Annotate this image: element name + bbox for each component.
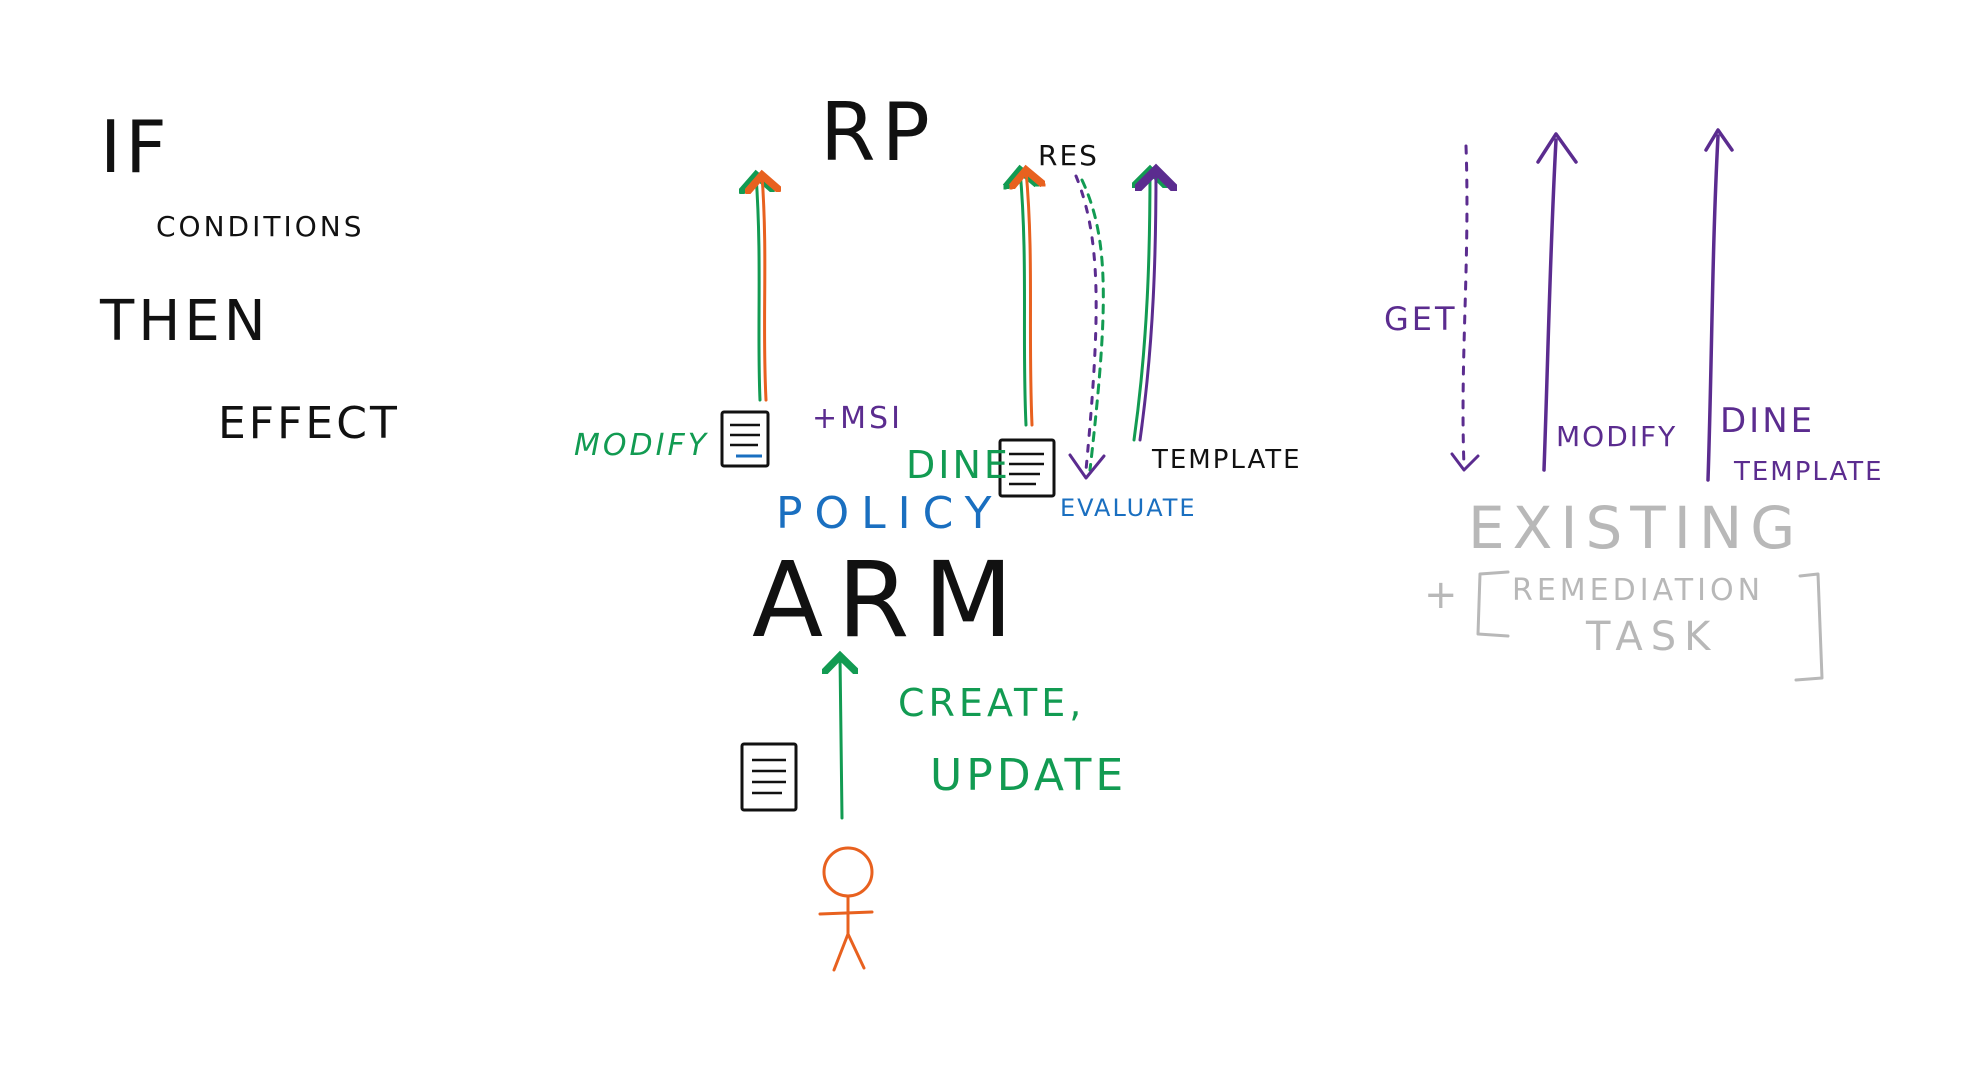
res-label: RES xyxy=(1038,139,1099,172)
right-modify-arrowhead xyxy=(1536,132,1578,164)
existing-label: EXISTING xyxy=(1468,494,1803,562)
template-arrow-green xyxy=(1134,170,1150,442)
evaluate-dashed-arrow xyxy=(1068,174,1106,480)
evaluate-dashed-green xyxy=(1080,178,1105,472)
evaluate-dashed-purple xyxy=(1074,174,1098,472)
document-icon xyxy=(720,410,770,468)
center-diagram: RP RES xyxy=(574,86,1302,972)
right-dine-label: DINE xyxy=(1720,401,1815,441)
get-label: GET xyxy=(1384,300,1458,338)
document-icon xyxy=(998,438,1056,498)
right-modify-arrow xyxy=(1542,138,1558,472)
left-panel: IF CONDITIONS THEN EFFECT xyxy=(99,105,400,449)
create-label: CREATE, xyxy=(898,681,1085,725)
conditions-label: CONDITIONS xyxy=(156,210,364,243)
template-label: TEMPLATE xyxy=(1151,445,1302,475)
left-bracket xyxy=(1476,570,1510,638)
if-label: IF xyxy=(100,105,171,189)
get-dashed-arrow xyxy=(1461,144,1469,468)
create-update-arrow xyxy=(840,656,842,820)
document-icon xyxy=(740,742,798,812)
modify-label: MODIFY xyxy=(574,428,709,463)
msi-label: +MSI xyxy=(812,401,903,436)
template-arrow-purple xyxy=(1140,170,1156,442)
dine-arrow xyxy=(1020,170,1032,427)
plus-label: + xyxy=(1424,572,1458,618)
remediation-label: REMEDIATION xyxy=(1512,573,1764,608)
right-dine-arrow xyxy=(1706,134,1720,482)
template-arrow xyxy=(1134,170,1156,442)
modify-arrow-green xyxy=(756,175,760,402)
evaluate-arrowhead xyxy=(1068,453,1106,480)
arm-label: ARM xyxy=(752,539,1027,661)
right-modify-label: MODIFY xyxy=(1556,420,1677,453)
modify-arrow xyxy=(756,175,766,402)
right-bracket xyxy=(1794,572,1824,682)
right-template-label: TEMPLATE xyxy=(1733,457,1884,487)
rp-label: RP xyxy=(820,86,936,179)
right-diagram: GET MODIFY DINE TEMPLATE EXISTING + REME… xyxy=(1384,128,1884,682)
modify-arrow-orange xyxy=(762,175,766,402)
dine-arrow-orange xyxy=(1026,170,1032,427)
user-stick-figure-icon xyxy=(818,846,874,972)
get-arrowhead xyxy=(1450,452,1480,472)
evaluate-label: EVALUATE xyxy=(1060,494,1197,522)
update-label: UPDATE xyxy=(930,750,1127,801)
dine-arrow-green xyxy=(1020,170,1026,427)
policy-label: POLICY xyxy=(776,488,1003,539)
dine-label: DINE xyxy=(906,443,1011,487)
task-label: TASK xyxy=(1585,614,1718,660)
then-label: THEN xyxy=(99,289,270,354)
right-dine-arrowhead xyxy=(1704,128,1734,152)
effect-label: EFFECT xyxy=(218,398,400,449)
